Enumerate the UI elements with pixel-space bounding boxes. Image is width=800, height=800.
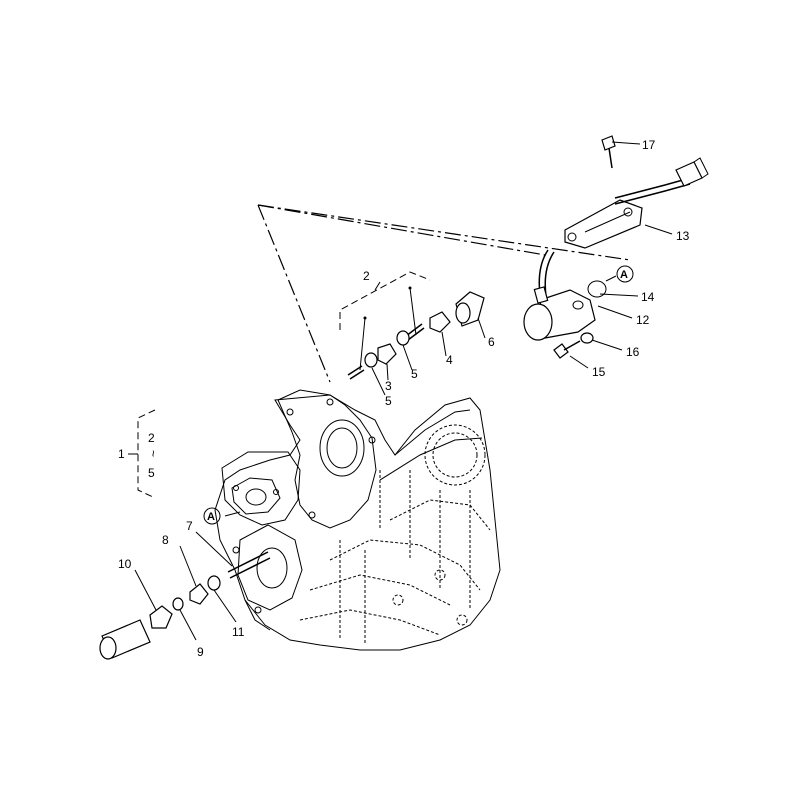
callout-7: 7 xyxy=(186,519,193,533)
callout-3: 3 xyxy=(385,379,392,393)
assembly-leader-line-2 xyxy=(257,204,546,256)
callout-14: 14 xyxy=(641,290,655,304)
callout-11: 11 xyxy=(232,625,245,639)
callout-6: 6 xyxy=(488,335,495,349)
callout-5a: 5 xyxy=(411,367,418,381)
callout-17: 17 xyxy=(642,138,656,152)
callout-16: 16 xyxy=(626,345,640,359)
callout-labels: 17 13 14 12 16 15 2 6 4 5 3 5 1 2 ~ 5 7 … xyxy=(118,138,690,659)
callout-12: 12 xyxy=(636,313,650,327)
bracket-bolt xyxy=(601,135,616,169)
sensor-bracket xyxy=(564,199,643,249)
reference-marker-a-left: A xyxy=(203,507,221,525)
callout-1: 1 xyxy=(118,447,125,461)
callout-13: 13 xyxy=(676,229,690,243)
o-ring xyxy=(587,280,607,298)
lower-stud-set xyxy=(99,551,271,660)
kit-bracket xyxy=(137,409,156,499)
callout-9: 9 xyxy=(197,645,204,659)
callout-2-top: 2 xyxy=(363,269,370,283)
callout-10: 10 xyxy=(118,557,132,571)
callout-5-side: 5 xyxy=(148,466,155,480)
sensor-bolt xyxy=(553,340,581,359)
svg-text:A: A xyxy=(207,511,215,523)
callout-8: 8 xyxy=(162,533,169,547)
callout-15: 15 xyxy=(592,365,606,379)
callout-4: 4 xyxy=(446,353,453,367)
svg-text:A: A xyxy=(620,269,628,281)
callout-5b: 5 xyxy=(385,394,392,408)
speed-sensor xyxy=(523,286,596,341)
engine-block xyxy=(214,389,501,651)
callout-range-separator: ~ xyxy=(146,450,160,457)
reference-marker-a-top: A xyxy=(616,265,634,283)
callout-2-side: 2 xyxy=(148,431,155,445)
sensor-washer xyxy=(580,332,594,344)
upper-stud-set xyxy=(339,271,485,380)
leader-lines xyxy=(134,141,673,641)
